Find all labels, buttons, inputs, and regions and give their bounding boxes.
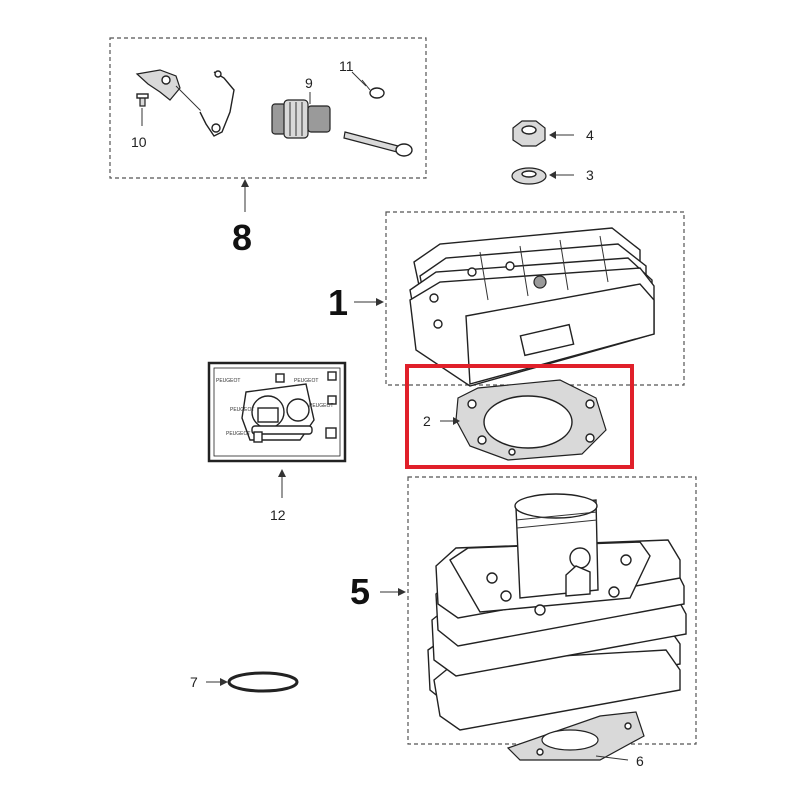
kit-label-3: PEUGEOT <box>230 407 254 413</box>
return-spring <box>199 70 235 137</box>
screw-10 <box>136 93 149 107</box>
decompressor-valve-9 <box>271 99 331 139</box>
highlight-box <box>405 364 634 469</box>
callout-1: 1 <box>328 282 348 323</box>
group-8-frame <box>109 37 427 179</box>
kit-label-2: PEUGEOT <box>294 378 318 384</box>
kit-label-4: PEUGEOT <box>309 403 333 409</box>
callout-6: 6 <box>636 753 644 769</box>
callout-9: 9 <box>305 75 313 91</box>
callout-4: 4 <box>586 127 594 143</box>
callout-10: 10 <box>131 134 147 150</box>
callout-7: 7 <box>190 674 198 690</box>
kit-label-1: PEUGEOT <box>216 378 240 384</box>
nut-4 <box>512 120 574 147</box>
o-ring-7 <box>206 671 299 693</box>
group-1-cylinder-head <box>354 211 685 387</box>
callout-2: 2 <box>423 413 431 429</box>
push-rod <box>343 131 413 157</box>
pin-11 <box>361 79 385 99</box>
washer-3 <box>511 167 574 185</box>
gasket-kit-12 <box>207 361 347 498</box>
group-8-kit <box>109 37 427 212</box>
callout-5: 5 <box>350 571 370 612</box>
kit-label-5: PEUGEOT <box>226 431 250 437</box>
callout-3: 3 <box>586 167 594 183</box>
head-gasket-2 <box>440 379 607 461</box>
callout-12: 12 <box>270 507 286 523</box>
group-5-cylinder <box>380 476 697 761</box>
callout-8: 8 <box>232 217 252 258</box>
group-5-frame <box>407 476 697 745</box>
callout-11: 11 <box>339 58 354 74</box>
